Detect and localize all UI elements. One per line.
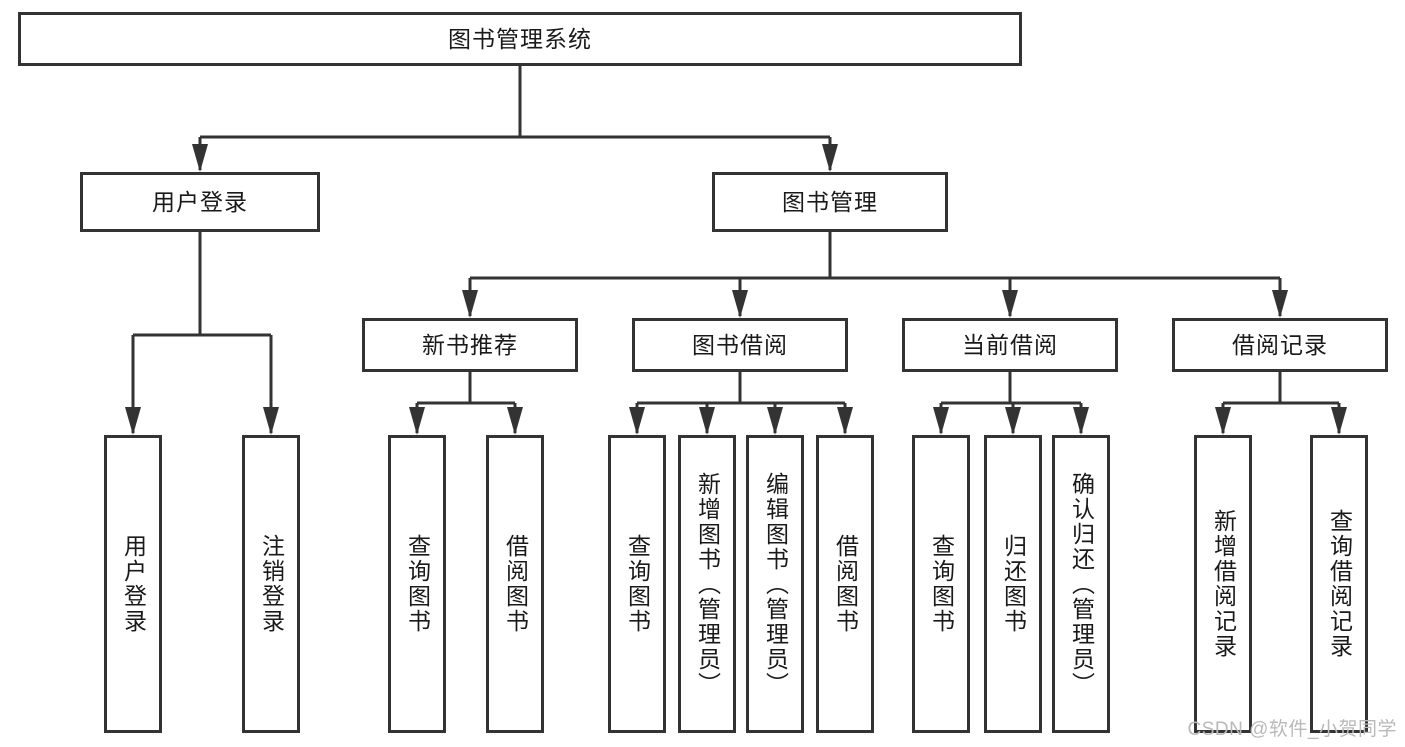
node-leaf-borrow-add[interactable]: 新增图书（管理员） <box>678 435 736 733</box>
node-label: 归还图书 <box>1000 534 1027 634</box>
node-leaf-user-login[interactable]: 用户登录 <box>104 435 162 733</box>
watermark-text: CSDN @软件_小贺同学 <box>1187 719 1397 740</box>
connector-arrowhead <box>822 144 838 172</box>
node-leaf-cur-query[interactable]: 查询图书 <box>912 435 970 733</box>
node-label: 图书管理系统 <box>448 25 592 52</box>
connector-arrowhead <box>767 407 783 435</box>
node-label: 查询图书 <box>624 534 651 634</box>
node-label: 查询借阅记录 <box>1326 509 1353 659</box>
node-leaf-cur-confirm[interactable]: 确认归还（管理员） <box>1052 435 1110 733</box>
connector-arrowhead <box>192 144 208 172</box>
connector-arrowhead <box>1272 290 1288 318</box>
node-label: 新增借阅记录 <box>1210 509 1237 659</box>
node-leaf-borrow-query[interactable]: 查询图书 <box>608 435 666 733</box>
connector-arrowhead <box>125 407 141 435</box>
connector-arrowhead <box>1073 407 1089 435</box>
node-book-borrow[interactable]: 图书借阅 <box>632 318 848 372</box>
connector-arrowhead <box>629 407 645 435</box>
node-leaf-rec-query[interactable]: 查询图书 <box>388 435 446 733</box>
connector-arrowhead <box>1215 407 1231 435</box>
node-leaf-borrow-do[interactable]: 借阅图书 <box>816 435 874 733</box>
node-label: 图书借阅 <box>692 331 788 358</box>
node-label: 新增图书（管理员） <box>694 471 721 697</box>
node-root[interactable]: 图书管理系统 <box>18 12 1022 66</box>
node-current-borrow[interactable]: 当前借阅 <box>902 318 1118 372</box>
connector-arrowhead <box>263 407 279 435</box>
connector-arrowhead <box>933 407 949 435</box>
node-label: 查询图书 <box>404 534 431 634</box>
node-label: 用户登录 <box>120 534 147 634</box>
node-label: 借阅图书 <box>502 534 529 634</box>
node-label: 查询图书 <box>928 534 955 634</box>
node-leaf-user-logout[interactable]: 注销登录 <box>242 435 300 733</box>
node-leaf-rec-query2[interactable]: 查询借阅记录 <box>1310 435 1368 733</box>
node-leaf-cur-return[interactable]: 归还图书 <box>984 435 1042 733</box>
node-label: 确认归还（管理员） <box>1068 471 1095 697</box>
connector-arrowhead <box>699 407 715 435</box>
connector-arrowhead <box>732 290 748 318</box>
node-borrow-record[interactable]: 借阅记录 <box>1172 318 1388 372</box>
connector-arrowhead <box>462 290 478 318</box>
node-book-manage[interactable]: 图书管理 <box>712 172 948 232</box>
connector-arrowhead <box>1002 290 1018 318</box>
node-label: 借阅记录 <box>1232 331 1328 358</box>
connector-arrowhead <box>837 407 853 435</box>
connector-arrowhead <box>409 407 425 435</box>
node-label: 借阅图书 <box>832 534 859 634</box>
node-label: 用户登录 <box>152 188 248 215</box>
connector-arrowhead <box>507 407 523 435</box>
node-label: 注销登录 <box>258 534 285 634</box>
connector-arrowhead <box>1331 407 1347 435</box>
connector-arrowhead <box>1005 407 1021 435</box>
node-user-login[interactable]: 用户登录 <box>80 172 320 232</box>
node-leaf-rec-borrow[interactable]: 借阅图书 <box>486 435 544 733</box>
node-leaf-borrow-edit[interactable]: 编辑图书（管理员） <box>746 435 804 733</box>
node-label: 编辑图书（管理员） <box>762 471 789 697</box>
node-leaf-rec-add[interactable]: 新增借阅记录 <box>1194 435 1252 733</box>
node-label: 图书管理 <box>782 188 878 215</box>
node-new-book-rec[interactable]: 新书推荐 <box>362 318 578 372</box>
node-label: 新书推荐 <box>422 331 518 358</box>
node-label: 当前借阅 <box>962 331 1058 358</box>
